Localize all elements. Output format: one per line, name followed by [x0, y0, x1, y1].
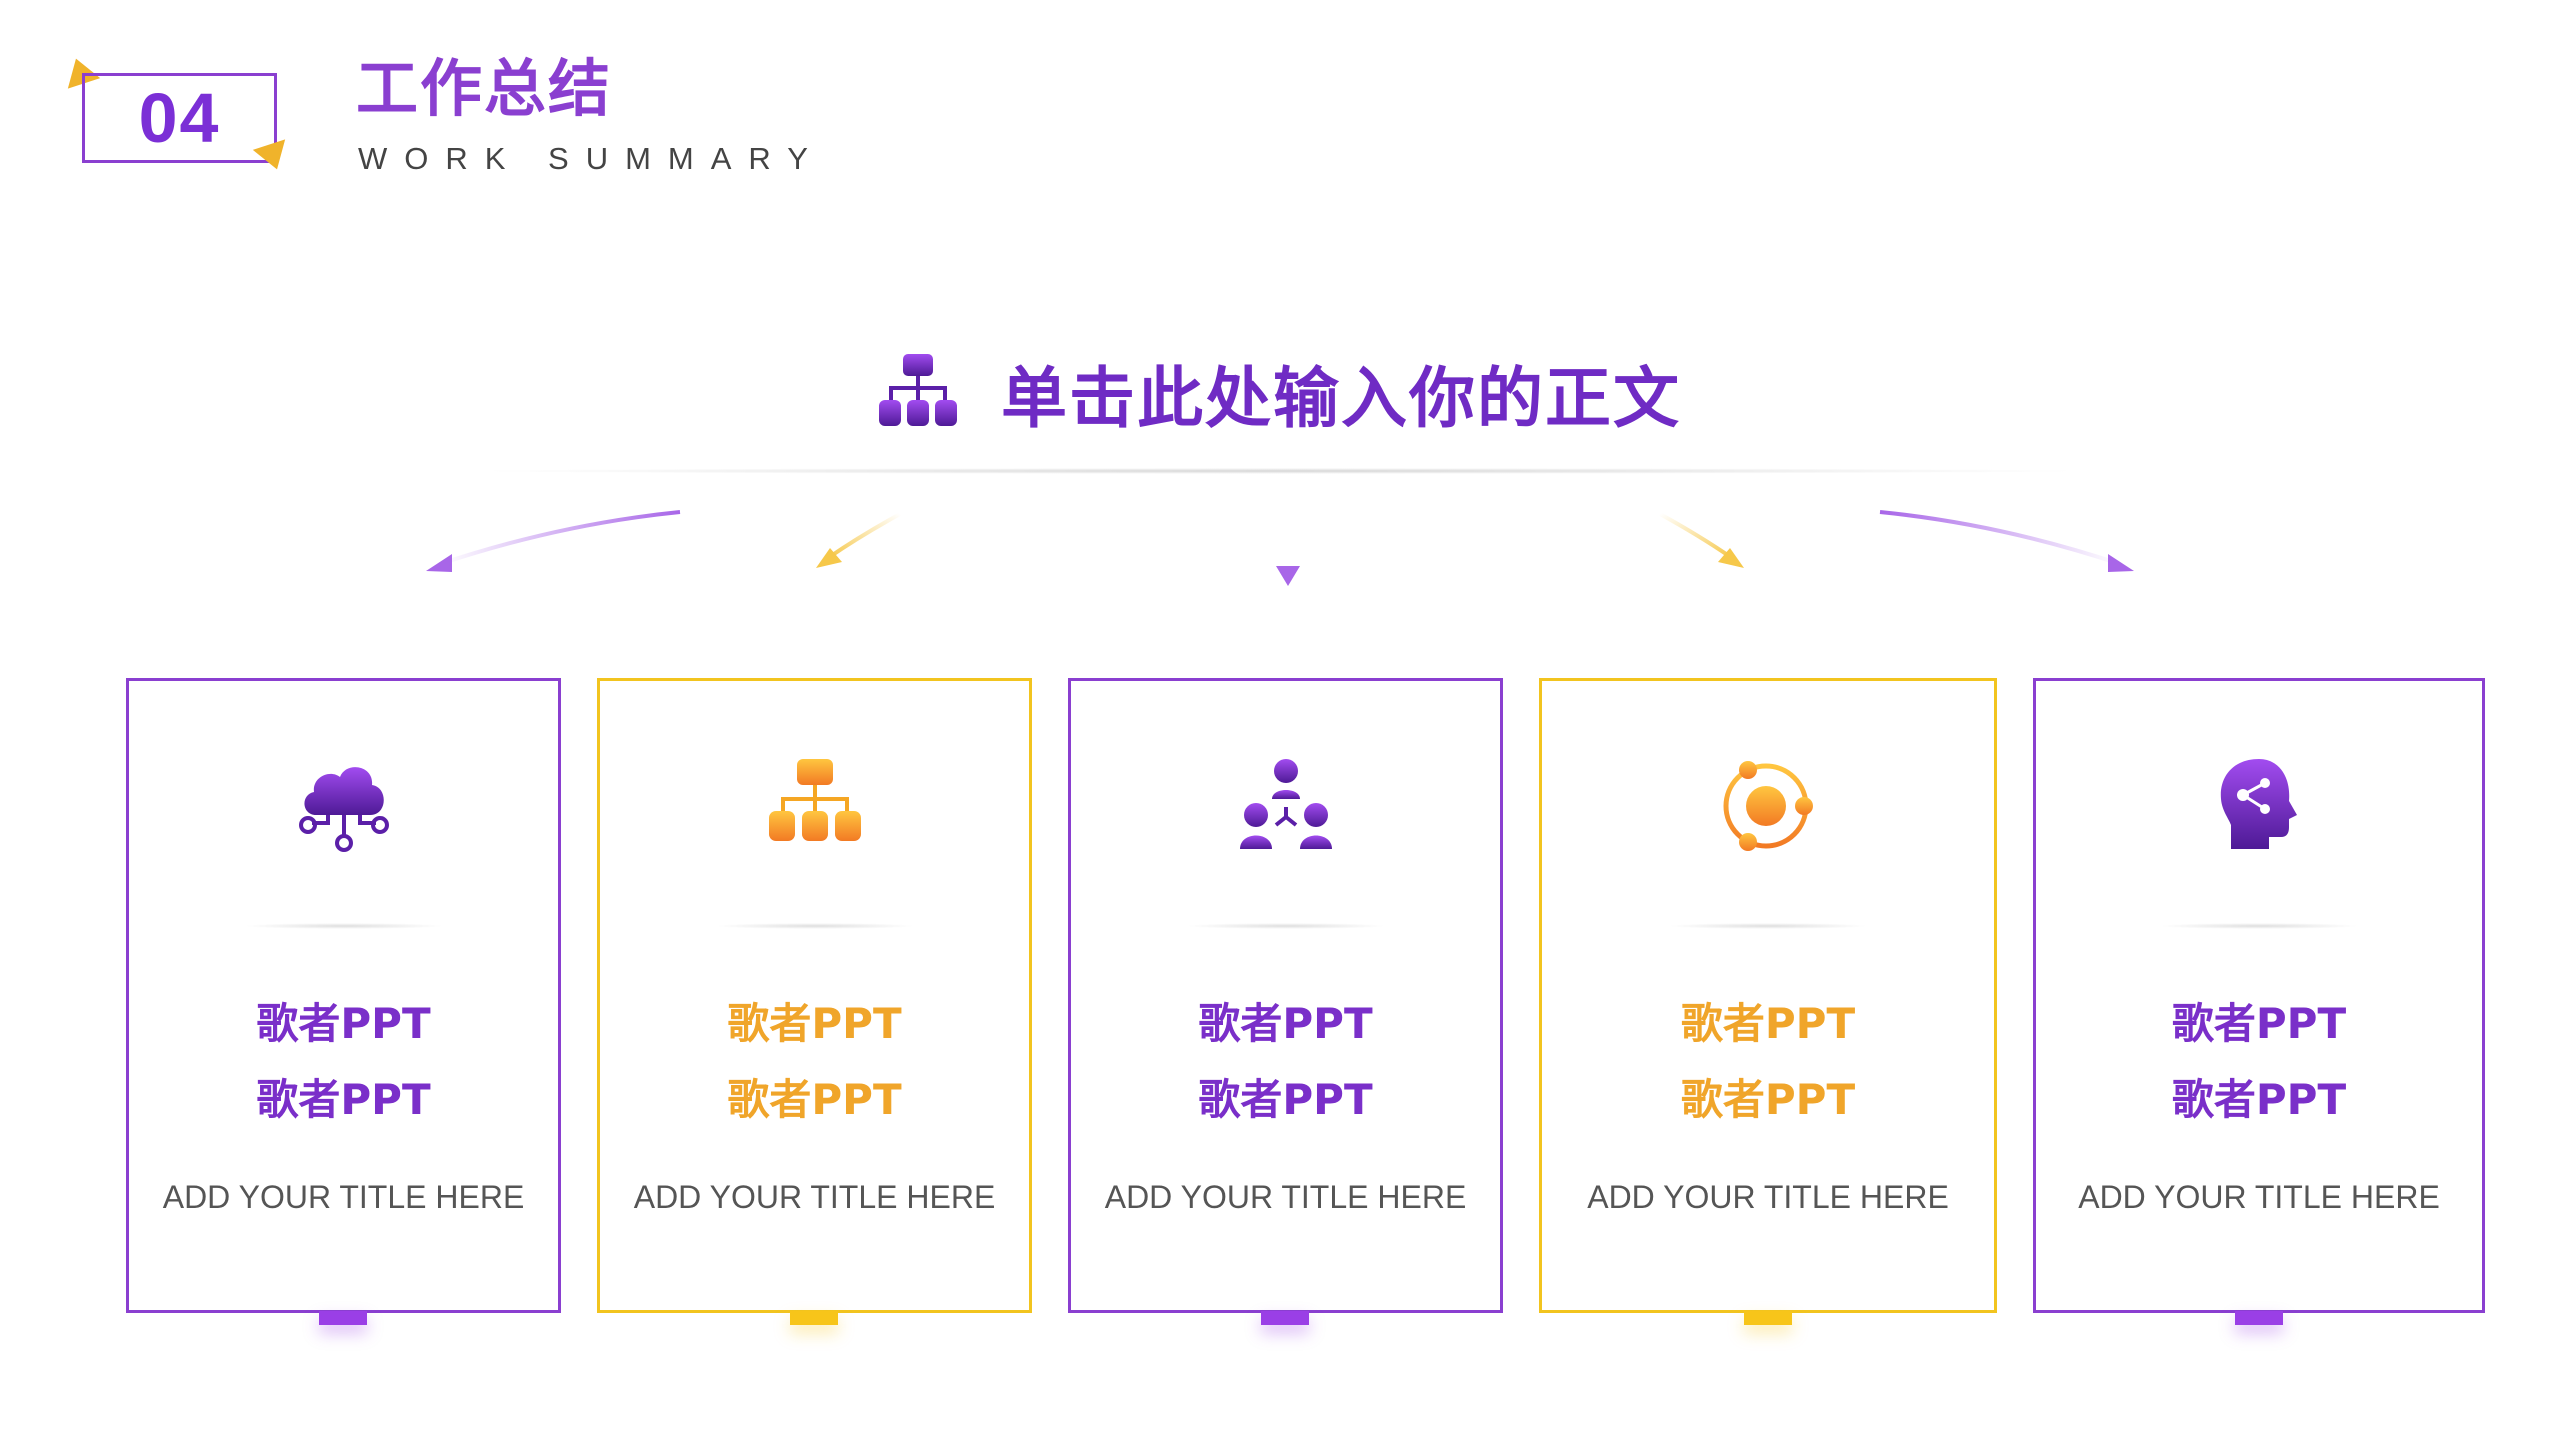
card-4[interactable]: 歌者PPT 歌者PPT ADD YOUR TITLE HERE [1539, 678, 1997, 1313]
card-subtitle: ADD YOUR TITLE HERE [162, 1179, 525, 1215]
card-line-2: 歌者PPT [1198, 1075, 1373, 1124]
org-chart-icon [768, 759, 861, 859]
card-subtitle: ADD YOUR TITLE HERE [1104, 1179, 1467, 1215]
head-network-icon [2219, 759, 2299, 859]
icon-shadow [1185, 923, 1386, 929]
arrow-left-near [816, 512, 901, 568]
card-3[interactable]: 歌者PPT 歌者PPT ADD YOUR TITLE HERE [1068, 678, 1503, 1313]
card-1-tab [319, 1311, 367, 1325]
card-3-tab [1261, 1311, 1309, 1325]
card-4-tab [1744, 1311, 1792, 1325]
card-line-1: 歌者PPT [727, 999, 902, 1048]
arrow-center [1276, 514, 1300, 586]
cloud-network-icon [298, 759, 390, 859]
direction-arrows [426, 510, 2134, 586]
card-subtitle: ADD YOUR TITLE HERE [2078, 1179, 2440, 1215]
card-5-tab [2235, 1311, 2283, 1325]
section-number: 04 [138, 79, 221, 157]
icon-shadow [243, 923, 444, 929]
arrow-right-near [1659, 512, 1744, 568]
card-line-1: 歌者PPT [256, 999, 431, 1048]
icon-shadow [2159, 923, 2359, 929]
card-1[interactable]: 歌者PPT 歌者PPT ADD YOUR TITLE HERE [126, 678, 561, 1313]
divider-shadow [470, 468, 2090, 474]
center-text[interactable]: 单击此处输入你的正文 [1001, 360, 1681, 437]
arrow-right-far [1879, 510, 2134, 572]
card-2-tab [790, 1311, 838, 1325]
team-icon [1239, 759, 1332, 859]
card-line-1: 歌者PPT [1198, 999, 1373, 1048]
card-5[interactable]: 歌者PPT 歌者PPT ADD YOUR TITLE HERE [2033, 678, 2485, 1313]
org-chart-icon [879, 354, 957, 432]
card-line-2: 歌者PPT [2171, 1075, 2347, 1124]
card-subtitle: ADD YOUR TITLE HERE [1587, 1179, 1949, 1215]
card-2[interactable]: 歌者PPT 歌者PPT ADD YOUR TITLE HERE [597, 678, 1032, 1313]
card-line-2: 歌者PPT [256, 1075, 431, 1124]
card-line-1: 歌者PPT [2171, 999, 2347, 1048]
card-line-2: 歌者PPT [727, 1075, 902, 1124]
card-line-1: 歌者PPT [1680, 999, 1856, 1048]
arrow-left-far [426, 510, 681, 572]
section-subtitle: WORK SUMMARY [358, 141, 825, 176]
card-subtitle: ADD YOUR TITLE HERE [633, 1179, 996, 1215]
card-line-2: 歌者PPT [1680, 1075, 1856, 1124]
icon-shadow [1668, 923, 1868, 929]
section-number-box: 04 [82, 73, 277, 163]
section-title: 工作总结 [356, 52, 613, 125]
center-heading: 单击此处输入你的正文 [0, 338, 2560, 448]
orbit-icon [1720, 759, 1816, 859]
icon-shadow [714, 923, 915, 929]
